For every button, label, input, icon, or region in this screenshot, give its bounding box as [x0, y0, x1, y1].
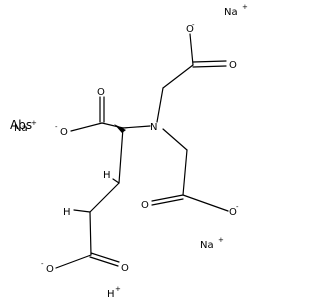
atom-label-hydrogen-chain-upper: H	[103, 170, 111, 181]
bond-ch2-carboxyl-bottom	[89, 211, 92, 256]
hydrogen-ion: H	[107, 289, 115, 300]
bond-ch2-h-upper	[112, 178, 120, 184]
bond-ch2-cooh-right	[182, 149, 188, 196]
bond-co-double-top-a	[192, 60, 227, 63]
bond-n-ch2-right	[162, 128, 188, 151]
stereo-abs-label: Abs	[10, 118, 32, 132]
sodium-ion-bottom-right-charge: +	[218, 236, 224, 244]
stereo-wedge-bond	[114, 124, 126, 133]
atom-label-nitrogen: N	[150, 122, 157, 133]
atom-label-hydrogen-chain-lower: H	[63, 207, 71, 218]
bond-co-double-bottom-b	[89, 256, 119, 267]
bond-carboxyl-carbon-oh-right	[182, 194, 229, 212]
atom-label-oxygen-right-o: O	[229, 207, 237, 218]
molecule-drawing: N O - O O O - O O - O O - H H Na + Na + …	[10, 3, 248, 300]
charge-minus-top: -	[192, 21, 195, 29]
sodium-ion-bottom-right: Na	[200, 240, 214, 251]
bond-co-double-top-b	[192, 65, 227, 68]
atom-label-oxygen-right-double: O	[141, 200, 149, 211]
bond-alpha-ch2	[118, 127, 124, 184]
sodium-ion-top-right-charge: +	[242, 3, 248, 11]
bond-carboxyl-carbon-o-alpha	[70, 122, 103, 132]
sodium-ion-left: Na	[14, 123, 28, 134]
bond-co-double-right-a	[151, 194, 184, 202]
atom-label-oxygen-bottom-o: O	[46, 264, 54, 275]
bond-carboxyl-carbon-oh-top	[189, 33, 194, 66]
bond-ch2-cooh-top	[162, 64, 194, 89]
atom-label-oxygen-alpha-double: O	[97, 87, 105, 98]
atom-label-oxygen-alpha-o: O	[60, 127, 68, 138]
bond-alpha-n	[122, 125, 151, 129]
bond-co-double-bottom-a	[90, 252, 120, 263]
atom-label-oxygen-bottom-double: O	[121, 263, 129, 274]
bond-ch2-h-lower	[73, 209, 91, 213]
bond-co-double-right-b	[151, 198, 184, 206]
charge-minus-right: -	[236, 203, 239, 211]
bond-carboxyl-carbon-o-bottom	[55, 254, 92, 269]
charge-minus-alpha: -	[55, 123, 58, 131]
bond-ch2-ch2	[89, 182, 120, 213]
atom-label-oxygen-top-oh: O	[186, 24, 194, 35]
sodium-ion-top-right: Na	[224, 7, 238, 18]
sodium-ion-left-charge: +	[31, 119, 37, 127]
bond-n-ch2-top	[156, 87, 164, 123]
charge-minus-bottom: -	[41, 260, 44, 268]
atom-label-oxygen-top-double: O	[229, 60, 237, 71]
structure-diagram: N O - O O O - O O - O O - H H Na + Na + …	[10, 3, 248, 300]
hydrogen-ion-charge: +	[115, 285, 121, 293]
